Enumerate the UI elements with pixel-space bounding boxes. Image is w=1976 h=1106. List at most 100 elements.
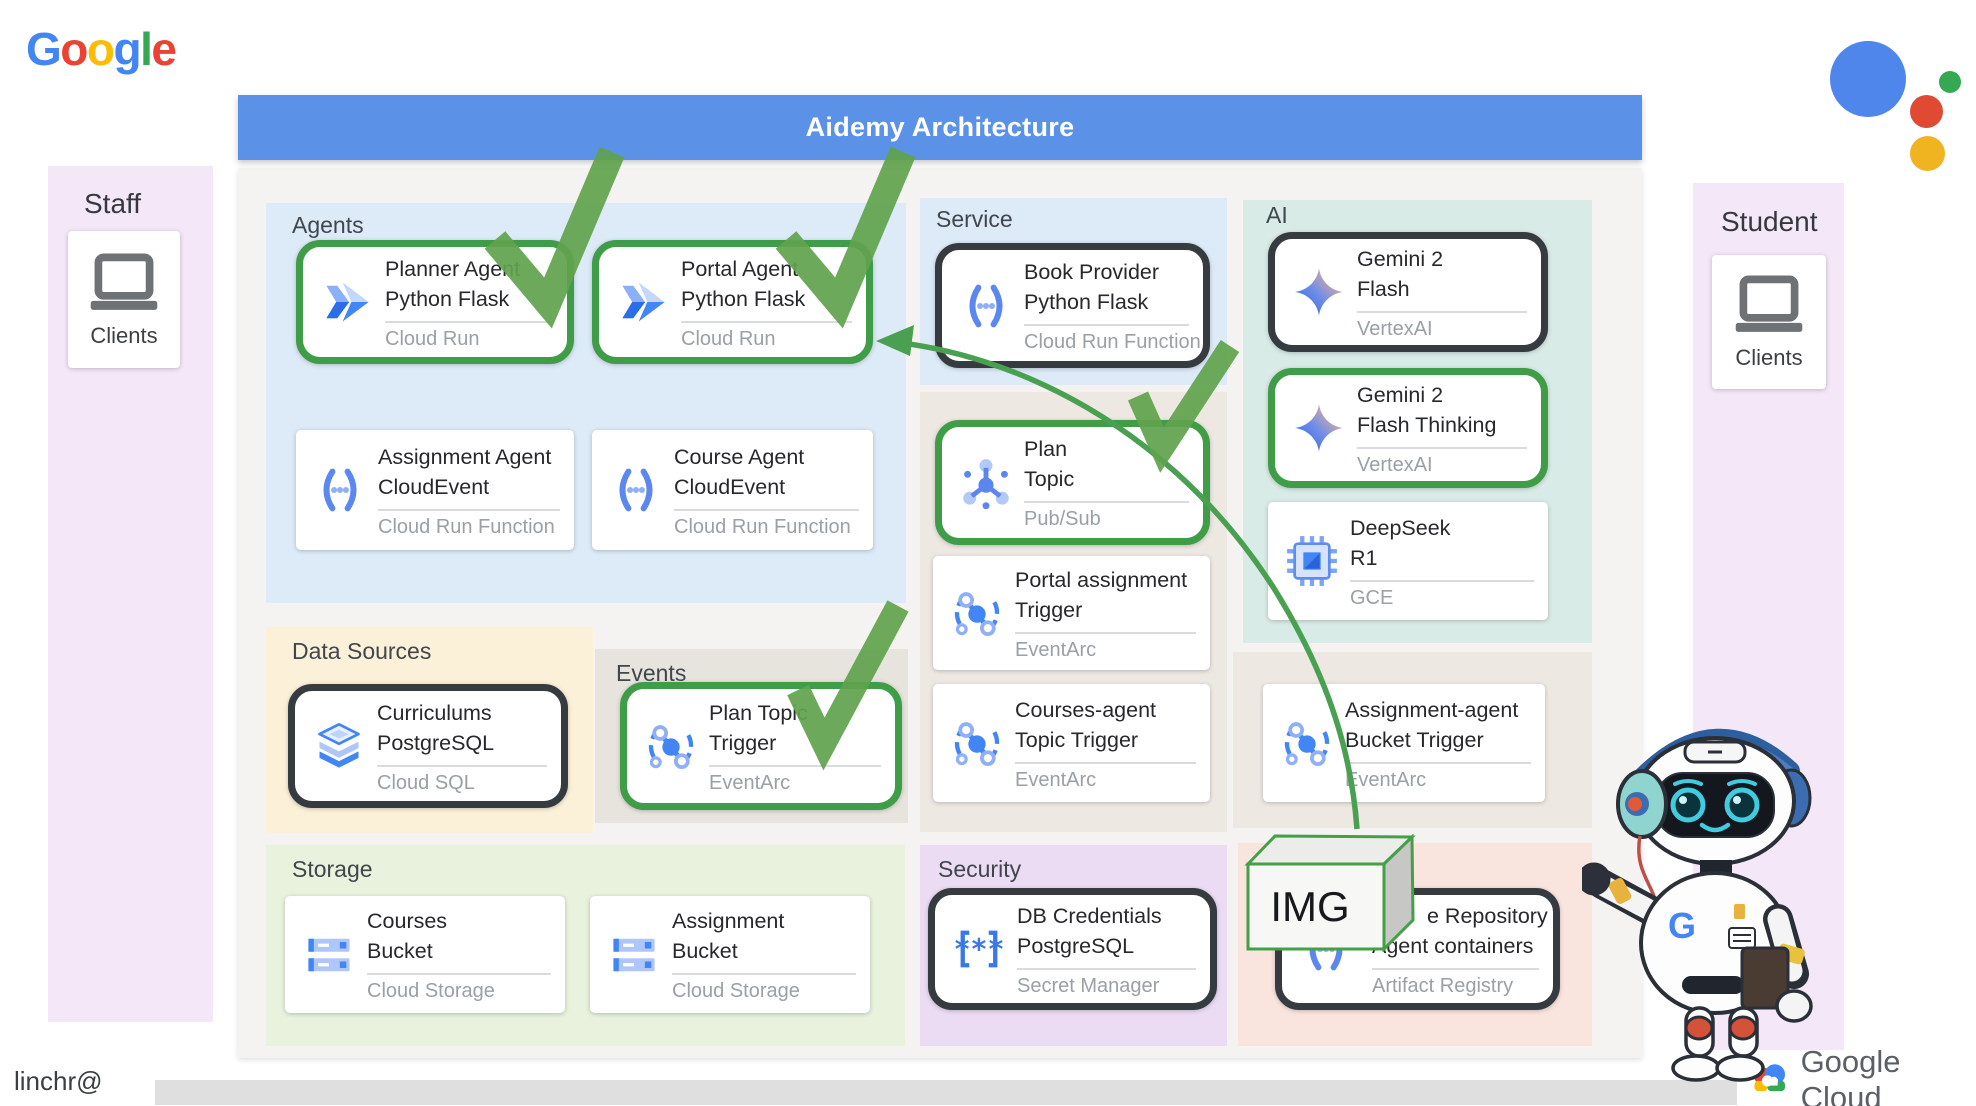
logo-letter: o — [60, 23, 88, 75]
logo-letter: e — [151, 23, 177, 75]
robot-hand-left — [1582, 862, 1611, 896]
card-title: Bucket Trigger — [1345, 727, 1484, 752]
logo-letter: l — [140, 23, 153, 75]
cloud-functions-icon — [610, 464, 662, 516]
robot-smile — [1699, 822, 1731, 833]
card-title: e Repository — [1427, 903, 1548, 928]
robot-eye-left — [1670, 787, 1706, 823]
data-sources-section-label: Data Sources — [292, 638, 432, 664]
card-plan-topic-trigger: Plan Topic Trigger EventArc — [620, 682, 902, 810]
card-product: EventArc — [1345, 768, 1427, 791]
divider — [378, 508, 560, 511]
divider — [1345, 761, 1531, 764]
card-title: Portal assignment — [1015, 567, 1188, 592]
ai-section-label: AI — [1266, 202, 1288, 228]
card-title: Curriculums — [377, 700, 492, 725]
robot-mascot: G — [1582, 728, 1813, 1082]
author-text: linchr@ — [14, 1066, 103, 1096]
card-book-provider: Book Provider Python Flask Cloud Run Fun… — [935, 243, 1210, 368]
card-title: Assignment Agent — [378, 444, 552, 469]
card-title: Gemini 2 — [1357, 382, 1444, 407]
cloud-storage-icon — [303, 929, 355, 981]
card-title: PostgreSQL — [1017, 933, 1135, 958]
card-product: Cloud Run Function — [1024, 331, 1201, 353]
card-product: Secret Manager — [1017, 974, 1160, 997]
card-course-agent: Course Agent CloudEvent Cloud Run Functi… — [592, 430, 873, 550]
card-product: Pub/Sub — [1024, 508, 1101, 530]
card-assignment-bucket: Assignment Bucket Cloud Storage — [590, 896, 870, 1013]
robot-knee-right — [1728, 1015, 1758, 1041]
page-title: Aidemy Architecture — [805, 112, 1075, 142]
card-title: Topic — [1024, 467, 1075, 491]
student-label: Student — [1721, 206, 1818, 237]
logo-letter: o — [86, 23, 115, 75]
google-logo: Google — [26, 22, 177, 76]
card-courses-bucket: Courses Bucket Cloud Storage — [285, 896, 565, 1013]
card-title: Flash — [1357, 276, 1410, 301]
secret-manager-icon — [953, 923, 1005, 975]
assistant-dot-blue — [1830, 41, 1906, 117]
student-clients-label: Clients — [1735, 345, 1803, 370]
card-product: GCE — [1350, 586, 1394, 609]
robot-hand-right — [1775, 989, 1813, 1023]
google-cloud-text: Google Cloud — [1800, 1044, 1901, 1106]
card-product: Artifact Registry — [1372, 974, 1514, 997]
card-title: CloudEvent — [674, 474, 786, 499]
robot-tablet — [1740, 946, 1790, 1010]
card-title: PostgreSQL — [377, 730, 495, 755]
divider — [672, 973, 856, 975]
divider — [1350, 579, 1534, 582]
card-product: Cloud Run Function — [674, 515, 851, 538]
card-title: Python Flask — [1024, 290, 1149, 314]
card-title: Topic Trigger — [1015, 727, 1139, 752]
google-cloud-logo: Google Cloud — [1748, 1044, 1976, 1106]
card-title: Courses-agent — [1015, 697, 1157, 722]
cloud-run-icon — [321, 276, 373, 328]
divider — [1015, 761, 1196, 764]
robot-eye-right — [1724, 787, 1760, 823]
card-title: Assignment-agent — [1345, 697, 1519, 722]
card-product: Cloud Run — [681, 327, 776, 350]
laptop-icon — [1727, 273, 1811, 337]
card-product: Cloud Run Function — [378, 515, 555, 538]
card-title: Plan — [1024, 437, 1068, 461]
card-planner-agent: Planner Agent Python Flask Cloud Run — [296, 240, 574, 364]
divider — [1024, 324, 1189, 326]
divider — [1017, 967, 1196, 970]
assistant-dot-yellow — [1910, 136, 1945, 171]
divider — [1024, 501, 1189, 503]
robot-google-g: G — [1668, 905, 1696, 946]
card-title: Assignment — [672, 909, 785, 933]
card-portal-agent: Portal Agent Python Flask Cloud Run — [592, 240, 873, 364]
card-gemini-flash: Gemini 2 Flash VertexAI — [1268, 232, 1548, 352]
gemini-icon — [1293, 266, 1345, 318]
card-title: Python Flask — [681, 286, 806, 311]
card-title: Course Agent — [674, 444, 805, 469]
eventarc-icon — [951, 587, 1003, 639]
card-product: EventArc — [1015, 638, 1097, 661]
card-product: Cloud Storage — [672, 980, 800, 1002]
cloud-functions-icon — [960, 280, 1012, 332]
card-courses-agent-trigger: Courses-agent Topic Trigger EventArc — [933, 684, 1210, 802]
card-portal-assignment-trigger: Portal assignment Trigger EventArc — [933, 556, 1210, 670]
card-product: EventArc — [709, 771, 791, 794]
card-deepseek: DeepSeek R1 GCE — [1268, 502, 1548, 620]
img-box-front-face — [1246, 862, 1386, 951]
card-title: R1 — [1350, 545, 1378, 570]
card-curriculums: Curriculums PostgreSQL Cloud SQL — [288, 684, 568, 808]
assistant-dot-red — [1910, 95, 1943, 128]
card-title: DB Credentials — [1017, 903, 1162, 928]
divider — [681, 320, 852, 323]
card-title: Agent containers — [1372, 933, 1534, 958]
service-section-label: Service — [936, 206, 1013, 232]
card-title: Book Provider — [1024, 260, 1160, 284]
card-title: CloudEvent — [378, 474, 490, 499]
card-product: VertexAI — [1357, 453, 1433, 476]
divider — [1372, 967, 1539, 970]
card-product: EventArc — [1015, 768, 1097, 791]
student-clients-card: Clients — [1712, 255, 1826, 389]
card-product: Cloud Storage — [367, 980, 495, 1002]
logo-letter: G — [26, 23, 62, 75]
card-product: VertexAI — [1357, 317, 1433, 340]
